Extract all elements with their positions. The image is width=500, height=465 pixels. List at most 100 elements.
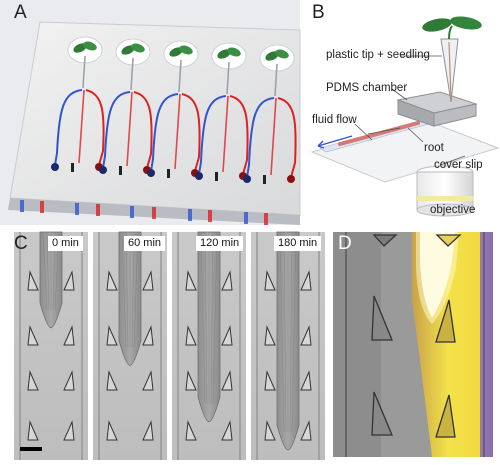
blue-channel [246,97,275,178]
red-channel [181,93,201,172]
seedling-leaf-right [450,16,482,30]
pillar [300,325,312,346]
leaf [217,49,231,59]
leaf [265,51,279,61]
pillar [63,370,75,391]
pillar [142,420,154,441]
tip [178,59,182,93]
time-label-3: 180 min [274,236,322,251]
timelapse-frame [172,231,246,460]
pillar [264,325,276,346]
pillar [300,270,312,291]
time-label-2: 120 min [196,236,244,251]
pillar [27,270,39,291]
pillar [27,420,39,441]
time-label-0: 0 min [48,236,83,251]
tip [130,57,134,91]
label-objective: objective [430,204,476,216]
red-channel [277,97,297,178]
port [287,175,295,183]
pillar [27,325,39,346]
panel-letter-c: C [14,233,28,254]
leaf [73,43,87,53]
blue-channel [54,89,83,166]
panel-b-schematic [302,0,500,225]
blue-channel [102,91,131,169]
pillar [185,270,197,291]
timelapse-frames [14,231,325,460]
timelapse-frame [251,231,325,460]
pillar [264,270,276,291]
blue-channel [198,95,227,175]
timelapse-frame [14,231,88,460]
pillar [300,420,312,441]
port [243,175,251,183]
chip-units [51,36,297,184]
pillar [106,370,118,391]
pillar [142,270,154,291]
chip-unit [51,36,105,172]
chip-unit [147,40,201,178]
red-channel [229,95,249,175]
leaf [121,45,135,55]
panel-a-photo [0,0,301,225]
tip [226,61,230,95]
pillar [221,370,233,391]
pillar [63,420,75,441]
pillar [185,420,197,441]
pillar [300,370,312,391]
leaf [131,43,145,53]
root-schematic [338,121,420,146]
label-plastic-tip: plastic tip + seedling [326,49,430,61]
leaf [179,45,193,55]
scale-bar [20,447,42,451]
pillar [221,420,233,441]
leaf [169,47,183,57]
pillar [142,325,154,346]
pillar [185,370,197,391]
label-pdms-chamber: PDMS chamber [326,82,408,94]
red-channel [133,91,153,169]
pillar [264,420,276,441]
port-pin [215,172,218,181]
label-cover-slip: cover slip [434,159,483,171]
port [51,163,59,171]
tip [82,55,86,89]
port [147,169,155,177]
leaf [275,49,289,59]
pillar [264,370,276,391]
pillar [106,325,118,346]
panel-letter-d: D [338,233,352,254]
timelapse-frame [93,231,167,460]
port [195,172,203,180]
pillar [185,325,197,346]
port-pin [263,175,266,184]
seedling-leaf-left [422,18,452,32]
red-channel [85,89,105,166]
chip-unit [243,44,297,184]
pillar [63,325,75,346]
leaf [83,41,97,51]
pillar [221,325,233,346]
label-root: root [424,142,444,154]
pillar [221,270,233,291]
port-pin [119,166,122,175]
label-fluid-flow: fluid flow [312,114,357,126]
pillar [106,270,118,291]
time-label-1: 60 min [124,236,166,251]
blue-channel [150,93,179,172]
pillar [106,420,118,441]
chip-unit [99,38,153,175]
leaf [227,47,241,57]
pillar [27,370,39,391]
panel-letter-a: A [14,2,27,23]
pillar [142,370,154,391]
pillar [63,270,75,291]
chip-unit [195,42,249,181]
panel-d-fluorescence [333,232,493,457]
port [99,166,107,174]
port-pin [167,169,170,178]
port-pin [71,163,74,172]
panel-letter-b: B [312,2,325,23]
